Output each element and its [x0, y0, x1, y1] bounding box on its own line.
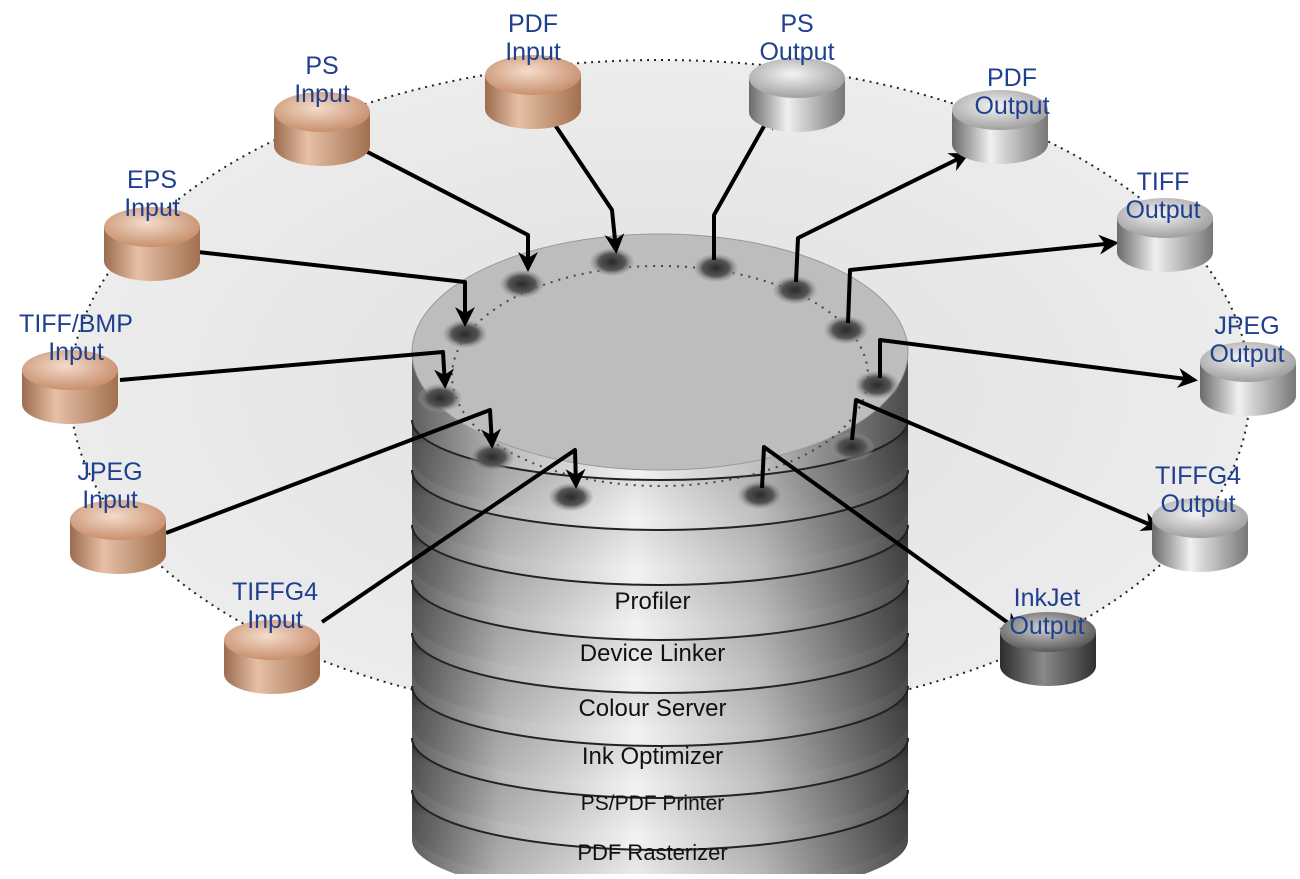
arrow-tiffg4-output [850, 398, 1162, 531]
ps-input-node [274, 92, 370, 166]
layer-label-colour-server: Colour Server [578, 695, 727, 722]
port-hole [470, 443, 514, 471]
pdf-output-node [952, 90, 1048, 164]
port-hole [773, 276, 817, 304]
inkjet-output-node [1000, 612, 1096, 686]
tiffg4-input-name: TIFFG4 [231, 578, 319, 606]
eps-input-name: EPS [126, 166, 178, 194]
port-hole [855, 371, 899, 399]
pdf-input-name: PDF [508, 10, 558, 38]
port-hole [830, 433, 874, 461]
jpeg-output-role: Output [1209, 340, 1285, 368]
tiff-output-role: Output [1125, 196, 1201, 224]
jpeg-input-role: Input [82, 486, 138, 514]
jpeg-input-name: JPEG [77, 458, 143, 486]
layer-label-ink-optimizer: Ink Optimizer [581, 743, 724, 770]
tiffbmp-input-role: Input [48, 338, 104, 366]
arrow-ps-output [712, 108, 774, 260]
port-hole [738, 481, 782, 509]
port-hole [694, 254, 738, 282]
eps-input-node [104, 207, 200, 281]
port-hole [418, 384, 462, 412]
ps-output-role: Output [759, 38, 835, 66]
ps-input-name: PS [305, 52, 339, 80]
tiffg4-output-name: TIFFG4 [1154, 462, 1242, 490]
arrow-tiff-output [846, 234, 1119, 324]
pdf-output-name: PDF [987, 64, 1037, 92]
port-hole [500, 270, 544, 298]
arrow-pdf-output [794, 153, 970, 283]
port-hole [443, 320, 487, 348]
ps-input-role: Input [294, 80, 350, 108]
port-hole [824, 316, 868, 344]
arrow-inkjet-output [760, 445, 1022, 633]
tiffbmp-input-node [22, 350, 118, 424]
tiffg4-output-node [1152, 498, 1248, 572]
layer-label-pdf-rasterizer: PDF Rasterizer [577, 840, 728, 865]
arrow-jpeg-input [165, 408, 502, 535]
jpeg-output-node [1200, 342, 1296, 416]
tiff-output-node [1117, 198, 1213, 272]
layer-label-ps-pdf-printer: PS/PDF Printer [580, 792, 725, 815]
arrow-eps-input [197, 250, 475, 327]
eps-input-role: Input [124, 194, 180, 222]
inkjet-output-role: Output [1009, 612, 1085, 640]
jpeg-input-node [70, 500, 166, 574]
tiffg4-input-node [224, 620, 320, 694]
tiffbmp-input-name: TIFF/BMP [19, 310, 133, 338]
arrow-tiffbmp-input [119, 350, 455, 389]
arrow-pdf-input [543, 108, 625, 254]
pdf-output-role: Output [974, 92, 1050, 120]
arrow-ps-input [355, 144, 538, 272]
tiff-output-name: TIFF [1136, 168, 1190, 196]
arrow-jpeg-output [878, 338, 1198, 388]
port-hole [549, 483, 593, 511]
layer-label-profiler: Profiler [614, 588, 691, 615]
ps-output-name: PS [780, 10, 814, 38]
layer-label-device-linker: Device Linker [579, 640, 726, 667]
jpeg-output-name: JPEG [1214, 312, 1280, 340]
pdf-input-node [485, 55, 581, 129]
inkjet-output-name: InkJet [1013, 584, 1081, 612]
pdf-input-role: Input [505, 38, 561, 66]
tiffg4-input-role: Input [247, 606, 303, 634]
ps-output-node [749, 58, 845, 132]
cylinder-top [411, 233, 909, 471]
arrow-tiffg4-input [320, 448, 586, 624]
port-hole [590, 248, 634, 276]
tiffg4-output-role: Output [1160, 490, 1236, 518]
